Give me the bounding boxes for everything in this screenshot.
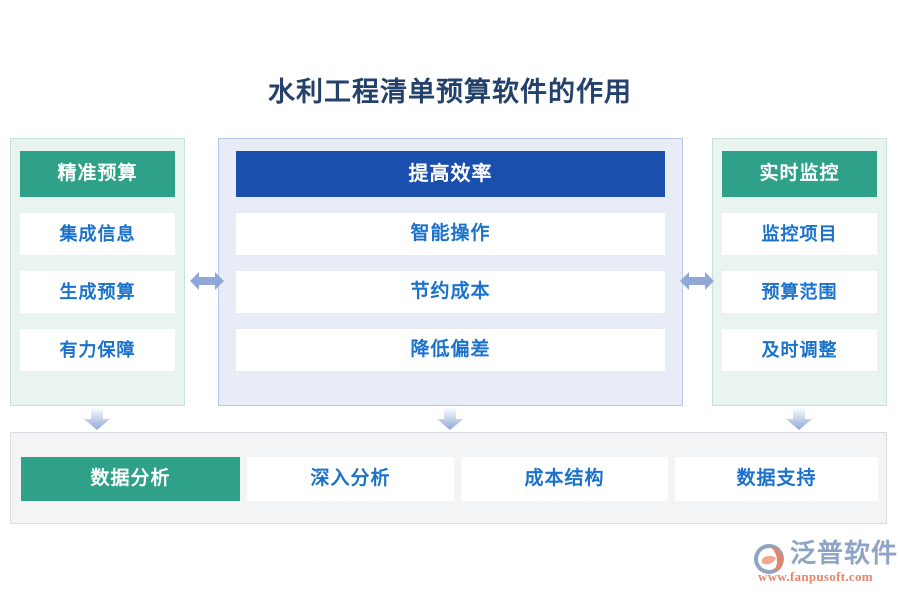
bottom-item-cost-structure[interactable]: 成本结构	[461, 457, 668, 501]
bottom-panel: 数据分析 深入分析 成本结构 数据支持	[10, 432, 887, 524]
panel-realtime-monitoring: 实时监控 监控项目 预算范围 及时调整	[712, 138, 887, 406]
double-arrow-icon-right	[680, 268, 714, 294]
panel-accurate-budget: 精准预算 集成信息 生成预算 有力保障	[10, 138, 185, 406]
brand-logo: 泛普软件 www.fanpusoft.com	[752, 538, 897, 590]
fanpu-logo-icon	[752, 542, 786, 576]
panel-row-integrated-info[interactable]: 集成信息	[20, 213, 175, 255]
bottom-item-data-analysis[interactable]: 数据分析	[21, 457, 240, 501]
panel-improve-efficiency: 提高效率 智能操作 节约成本 降低偏差	[218, 138, 683, 406]
down-arrow-icon-center	[436, 408, 464, 430]
bottom-item-data-support[interactable]: 数据支持	[675, 457, 878, 501]
panel-row-smart-operation[interactable]: 智能操作	[236, 213, 665, 255]
panel-header-realtime-monitoring[interactable]: 实时监控	[722, 151, 877, 197]
panel-row-generate-budget[interactable]: 生成预算	[20, 271, 175, 313]
panel-header-improve-efficiency[interactable]: 提高效率	[236, 151, 665, 197]
logo-brand-name: 泛普软件	[790, 539, 899, 568]
panel-row-save-cost[interactable]: 节约成本	[236, 271, 665, 313]
page-title: 水利工程清单预算软件的作用	[268, 77, 632, 107]
panel-row-budget-scope[interactable]: 预算范围	[722, 271, 877, 313]
panel-row-monitor-project[interactable]: 监控项目	[722, 213, 877, 255]
columns-container: 精准预算 集成信息 生成预算 有力保障 提高效率 智能操作 节约成本 降低偏差 …	[0, 138, 900, 406]
panel-header-accurate-budget[interactable]: 精准预算	[20, 151, 175, 197]
panel-row-strong-guarantee[interactable]: 有力保障	[20, 329, 175, 371]
down-arrow-icon-right	[785, 408, 813, 430]
logo-url: www.fanpusoft.com	[758, 569, 873, 584]
bottom-item-deep-analysis[interactable]: 深入分析	[247, 457, 454, 501]
panel-row-timely-adjustment[interactable]: 及时调整	[722, 329, 877, 371]
double-arrow-icon-left	[190, 268, 224, 294]
panel-row-reduce-deviation[interactable]: 降低偏差	[236, 329, 665, 371]
down-arrow-icon-left	[83, 408, 111, 430]
